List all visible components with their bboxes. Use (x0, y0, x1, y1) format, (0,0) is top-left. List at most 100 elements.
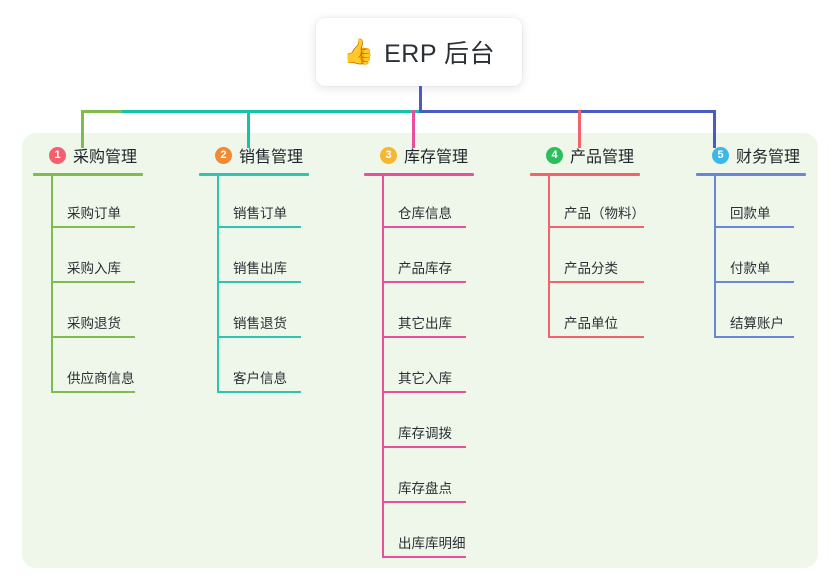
connector-drop-5 (713, 110, 716, 148)
column-header[interactable]: 5 财务管理 (696, 142, 806, 168)
list-item-label: 其它出库 (398, 316, 452, 331)
list-item[interactable]: 库存盘点 (364, 451, 474, 506)
list-item[interactable]: 采购订单 (33, 176, 143, 231)
column-sales: 2 销售管理 销售订单 销售出库 销售退货 客户信息 (199, 142, 309, 396)
root-node[interactable]: 👍 ERP 后台 (316, 18, 522, 86)
column-spine (714, 176, 716, 338)
list-item-label: 销售订单 (233, 206, 287, 221)
list-item-label: 回款单 (730, 206, 771, 221)
connector-bus-teal (122, 110, 420, 113)
connector-drop-3 (412, 110, 415, 148)
list-item-rule (382, 391, 466, 393)
list-item-rule (382, 446, 466, 448)
list-item-rule (382, 556, 466, 558)
list-item[interactable]: 产品单位 (530, 286, 644, 341)
column-title: 库存管理 (404, 149, 469, 166)
column-header[interactable]: 4 产品管理 (530, 142, 640, 168)
list-item-rule (51, 391, 135, 393)
column-badge: 2 (215, 146, 232, 164)
list-item[interactable]: 其它出库 (364, 286, 474, 341)
list-item-label: 付款单 (730, 261, 771, 276)
list-item-rule (714, 336, 794, 338)
list-item-label: 采购入库 (67, 261, 121, 276)
list-item-label: 其它入库 (398, 371, 452, 386)
list-item[interactable]: 产品分类 (530, 231, 644, 286)
list-item-rule (217, 336, 301, 338)
diagram-panel (22, 133, 818, 568)
column-spine (217, 176, 219, 393)
list-item[interactable]: 销售订单 (199, 176, 309, 231)
connector-drop-4 (578, 110, 581, 148)
list-item[interactable]: 回款单 (696, 176, 806, 231)
column-header[interactable]: 1 采购管理 (33, 142, 143, 168)
connector-root-stem (419, 86, 422, 112)
connector-bus-indigo (419, 110, 716, 113)
list-item-rule (217, 226, 301, 228)
list-item[interactable]: 库存调拨 (364, 396, 474, 451)
list-item-rule (51, 281, 135, 283)
list-item-rule (51, 336, 135, 338)
thumbs-up-icon: 👍 (342, 37, 375, 66)
list-item[interactable]: 采购入库 (33, 231, 143, 286)
list-item-label: 销售出库 (233, 261, 287, 276)
connector-drop-2 (247, 110, 250, 148)
column-finance: 5 财务管理 回款单 付款单 结算账户 (696, 142, 806, 341)
list-item-label: 产品库存 (398, 261, 452, 276)
list-item-label: 供应商信息 (67, 371, 135, 386)
column-items: 销售订单 销售出库 销售退货 客户信息 (199, 176, 309, 396)
column-items: 产品（物料） 产品分类 产品单位 (530, 176, 645, 341)
column-rule (33, 173, 143, 176)
list-item-rule (217, 281, 301, 283)
list-item[interactable]: 产品（物料） (530, 176, 645, 231)
list-item-label: 采购退货 (67, 316, 121, 331)
list-item-rule (382, 281, 466, 283)
column-rule (696, 173, 806, 176)
list-item[interactable]: 其它入库 (364, 341, 474, 396)
column-purchasing: 1 采购管理 采购订单 采购入库 采购退货 供应商信息 (33, 142, 143, 396)
list-item-rule (548, 336, 644, 338)
column-inventory: 3 库存管理 仓库信息 产品库存 其它出库 其它入库 库存调拨 (364, 142, 474, 561)
list-item[interactable]: 出库库明细 (364, 506, 474, 561)
column-rule (530, 173, 640, 176)
list-item-label: 出库库明细 (398, 536, 466, 551)
list-item-rule (217, 391, 301, 393)
list-item-label: 产品（物料） (564, 206, 645, 221)
column-header[interactable]: 3 库存管理 (364, 142, 474, 168)
list-item-label: 结算账户 (730, 316, 784, 331)
list-item-label: 库存盘点 (398, 481, 452, 496)
list-item[interactable]: 付款单 (696, 231, 806, 286)
connector-drop-1 (81, 110, 84, 148)
list-item-label: 仓库信息 (398, 206, 452, 221)
list-item[interactable]: 销售退货 (199, 286, 309, 341)
column-items: 仓库信息 产品库存 其它出库 其它入库 库存调拨 库存盘点 (364, 176, 474, 561)
column-spine (382, 176, 384, 558)
column-product: 4 产品管理 产品（物料） 产品分类 产品单位 (530, 142, 645, 341)
list-item[interactable]: 产品库存 (364, 231, 474, 286)
list-item[interactable]: 供应商信息 (33, 341, 143, 396)
root-title: ERP 后台 (384, 40, 496, 68)
column-spine (548, 176, 550, 338)
list-item[interactable]: 采购退货 (33, 286, 143, 341)
connector-bus-green (81, 110, 123, 113)
list-item-rule (548, 281, 644, 283)
column-items: 回款单 付款单 结算账户 (696, 176, 806, 341)
list-item-label: 产品单位 (564, 316, 618, 331)
list-item[interactable]: 结算账户 (696, 286, 806, 341)
column-badge: 5 (712, 146, 729, 164)
list-item[interactable]: 仓库信息 (364, 176, 474, 231)
column-badge: 1 (49, 146, 66, 164)
list-item-label: 产品分类 (564, 261, 618, 276)
list-item-rule (548, 226, 644, 228)
column-header[interactable]: 2 销售管理 (199, 142, 309, 168)
list-item[interactable]: 客户信息 (199, 341, 309, 396)
list-item-rule (382, 336, 466, 338)
list-item-rule (51, 226, 135, 228)
list-item-rule (714, 226, 794, 228)
list-item-label: 库存调拨 (398, 426, 452, 441)
list-item[interactable]: 销售出库 (199, 231, 309, 286)
column-badge: 3 (380, 146, 397, 164)
column-title: 销售管理 (239, 149, 304, 166)
list-item-label: 客户信息 (233, 371, 287, 386)
column-spine (51, 176, 53, 393)
